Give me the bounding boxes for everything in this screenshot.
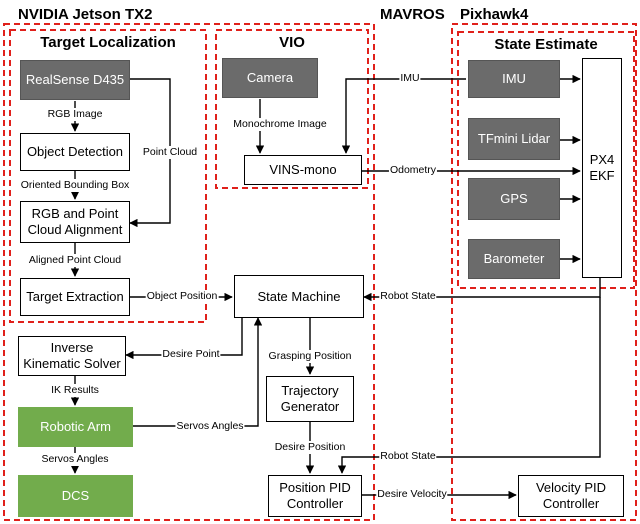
inverse-kinematic-block: Inverse Kinematic Solver <box>18 336 126 376</box>
monochrome-image-label: Monochrome Image <box>232 118 328 131</box>
rgb-image-label: RGB Image <box>46 108 104 121</box>
ik-results-label: IK Results <box>50 384 100 397</box>
servos-angles-feedback-label: Servos Angles <box>175 420 245 433</box>
object-position-label: Object Position <box>145 290 219 303</box>
point-cloud-label: Point Cloud <box>141 146 199 159</box>
target-extraction-block: Target Extraction <box>20 278 130 316</box>
dcs-block: DCS <box>18 475 133 517</box>
robot-state-label-2: Robot State <box>379 450 437 463</box>
aligned-point-cloud-label: Aligned Point Cloud <box>27 254 123 267</box>
position-pid-block: Position PID Controller <box>268 475 362 517</box>
desire-velocity-label: Desire Velocity <box>376 488 448 501</box>
vio-title: VIO <box>279 34 305 51</box>
servos-angles-feedback-arrow <box>133 317 263 427</box>
jetson-section-title: NVIDIA Jetson TX2 <box>18 6 153 23</box>
realsense-block: RealSense D435 <box>20 60 130 100</box>
camera-block: Camera <box>222 58 318 98</box>
desire-position-label: Desire Position <box>273 441 347 454</box>
target-localization-title: Target Localization <box>40 34 176 51</box>
oriented-bbox-label: Oriented Bounding Box <box>19 179 131 192</box>
mavros-section-title: MAVROS <box>380 6 445 23</box>
robot-state-to-pid-arrow <box>337 297 601 474</box>
state-estimate-border <box>457 31 635 289</box>
imu-signal-label: IMU <box>399 72 421 85</box>
px4-ekf-block: PX4 EKF <box>582 58 622 278</box>
barometer-block: Barometer <box>468 239 560 279</box>
robotic-arm-block: Robotic Arm <box>18 407 133 447</box>
object-detection-block: Object Detection <box>20 133 130 171</box>
robot-state-label-1: Robot State <box>379 290 437 303</box>
grasping-position-label: Grasping Position <box>267 350 353 363</box>
odometry-label: Odometry <box>388 164 438 177</box>
velocity-pid-block: Velocity PID Controller <box>518 475 624 517</box>
desire-point-label: Desire Point <box>161 348 221 361</box>
pixhawk4-border <box>451 23 637 521</box>
vio-border <box>215 29 369 189</box>
jetson-tx2-border <box>3 23 375 521</box>
vins-mono-block: VINS-mono <box>244 155 362 185</box>
pixhawk-section-title: Pixhawk4 <box>460 6 529 23</box>
target-localization-border <box>9 29 207 323</box>
imu-sensor-block: IMU <box>468 60 560 98</box>
gps-block: GPS <box>468 178 560 220</box>
alignment-block: RGB and Point Cloud Alignment <box>20 201 130 243</box>
state-estimate-title: State Estimate <box>494 36 598 53</box>
tfmini-lidar-block: TFmini Lidar <box>468 118 560 160</box>
servos-angles-to-dcs-label: Servos Angles <box>40 453 110 466</box>
trajectory-generator-block: Trajectory Generator <box>266 376 354 422</box>
state-machine-block: State Machine <box>234 275 364 318</box>
imu-to-vins-arrow <box>341 78 466 154</box>
